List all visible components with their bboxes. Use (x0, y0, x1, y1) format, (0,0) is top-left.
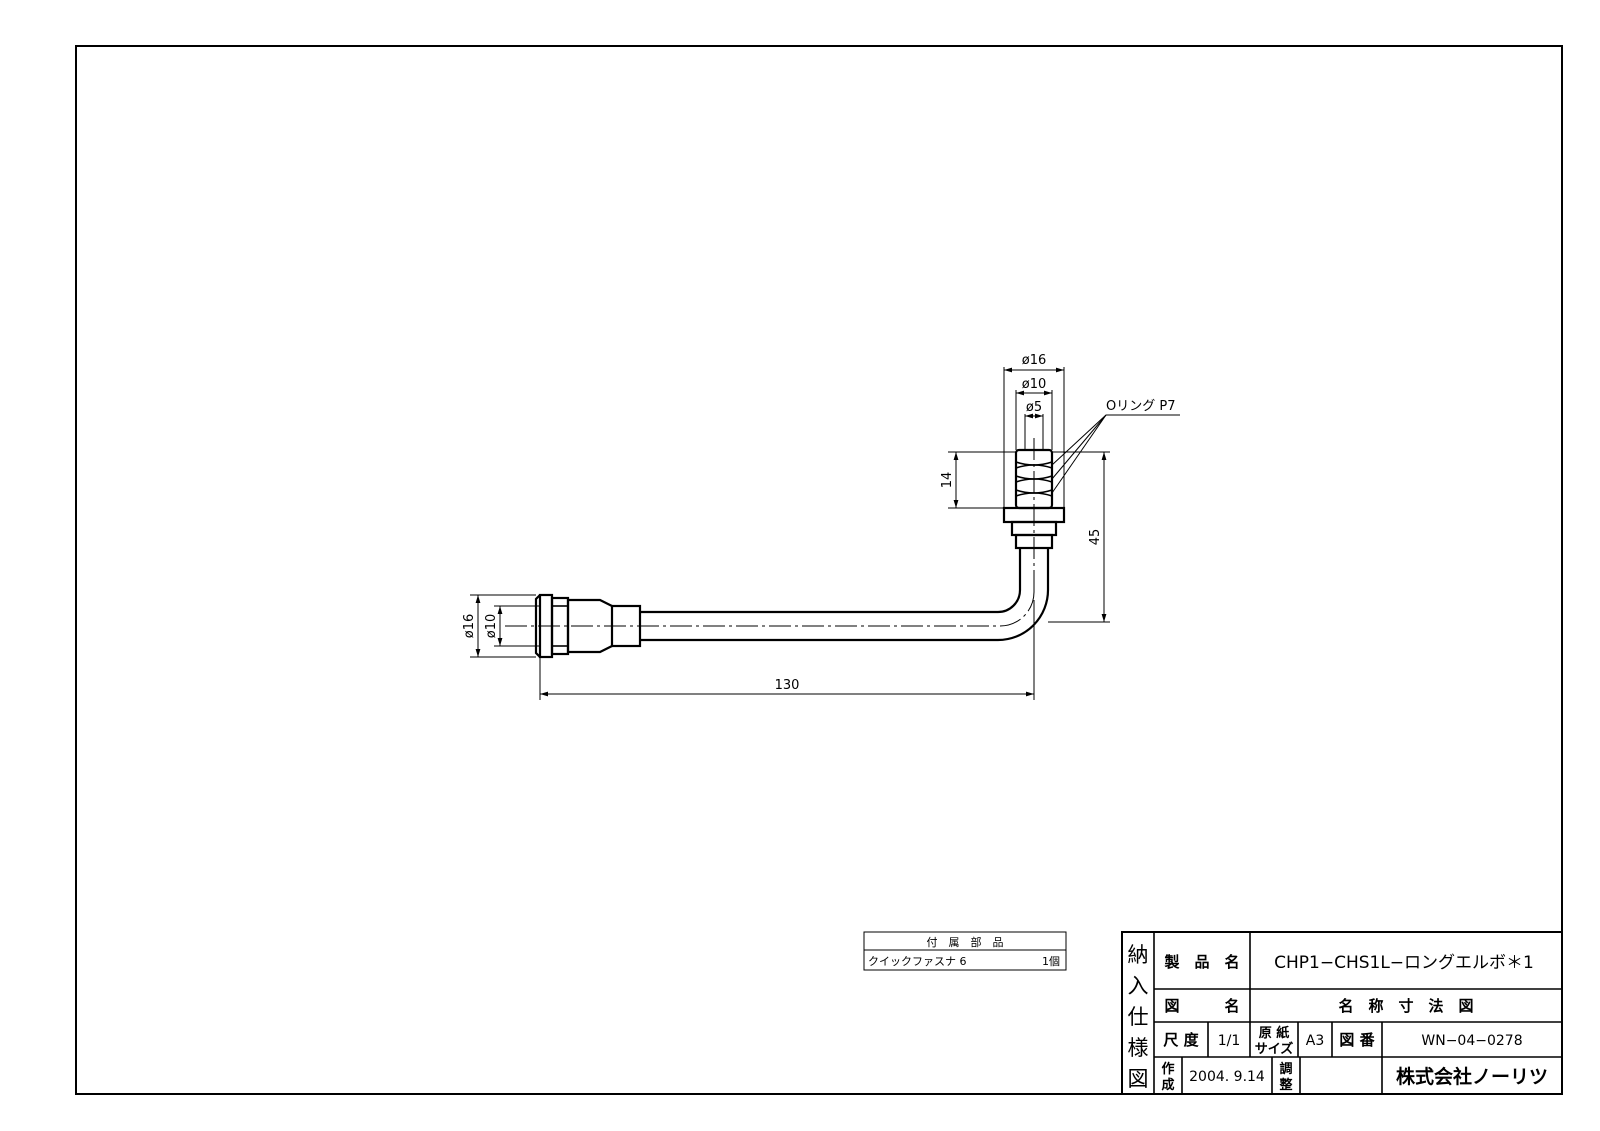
dim-socket-depth: 14 (940, 472, 955, 489)
scale-value: 1/1 (1218, 1033, 1241, 1049)
vertical-title-char-1: 納 (1128, 943, 1149, 967)
dimension-lines (470, 367, 1180, 700)
created-label-2: 成 (1161, 1077, 1174, 1093)
dim-top-outer-dia: ø16 (1022, 353, 1047, 368)
drawing-name-label: 図 名 (1164, 997, 1239, 1015)
parts-table: 付 属 部 品 クイックファスナ 6 1個 (863, 931, 1067, 971)
oring-label: Oリング P7 (1106, 399, 1175, 414)
paper-size-label-1: 原 紙 (1259, 1025, 1290, 1041)
scale-label: 尺 度 (1163, 1031, 1199, 1049)
drawing-no: WN−04−0278 (1421, 1033, 1522, 1049)
dim-height: 45 (1088, 529, 1103, 546)
paper-size-value: A3 (1306, 1033, 1324, 1049)
elbow-part (505, 435, 1066, 659)
parts-table-header: 付 属 部 品 (927, 935, 1004, 949)
drawing-no-label: 図 番 (1339, 1031, 1375, 1049)
dim-left-outer-dia: ø16 (462, 614, 477, 639)
created-label-1: 作 (1161, 1061, 1174, 1077)
drawing-name: 名 称 寸 法 図 (1338, 997, 1473, 1015)
company-name: 株式会社ノーリツ (1396, 1065, 1548, 1088)
product-name: CHP1−CHS1L−ロングエルボ＊1 (1274, 953, 1534, 973)
product-name-label: 製 品 名 (1163, 953, 1239, 971)
vertical-title-char-2: 入 (1128, 974, 1149, 998)
adjusted-label-2: 整 (1278, 1077, 1293, 1093)
vertical-title-char-4: 様 (1128, 1036, 1149, 1060)
adjusted-label-1: 調 (1279, 1061, 1292, 1077)
created-date: 2004. 9.14 (1189, 1069, 1265, 1085)
vertical-title-char-3: 仕 (1128, 1005, 1149, 1029)
dim-left-inner-dia: ø10 (484, 614, 499, 639)
dim-top-inner-dia: ø5 (1026, 400, 1042, 415)
parts-item-qty: 1個 (1042, 955, 1060, 968)
title-block: 納 入 仕 様 図 製 品 名 CHP1−CHS1L−ロングエルボ＊1 図 名 … (1121, 931, 1563, 1095)
drawing-frame (75, 45, 1563, 1095)
dim-top-mid-dia: ø10 (1022, 377, 1047, 392)
paper-size-label-2: サイズ (1255, 1041, 1294, 1057)
parts-item-name: クイックファスナ 6 (868, 955, 967, 968)
dim-length: 130 (775, 678, 800, 693)
vertical-title-char-5: 図 (1128, 1067, 1149, 1091)
dimension-labels: ø16 ø10 ø5 Oリング P7 14 45 ø16 ø10 130 (462, 353, 1175, 693)
